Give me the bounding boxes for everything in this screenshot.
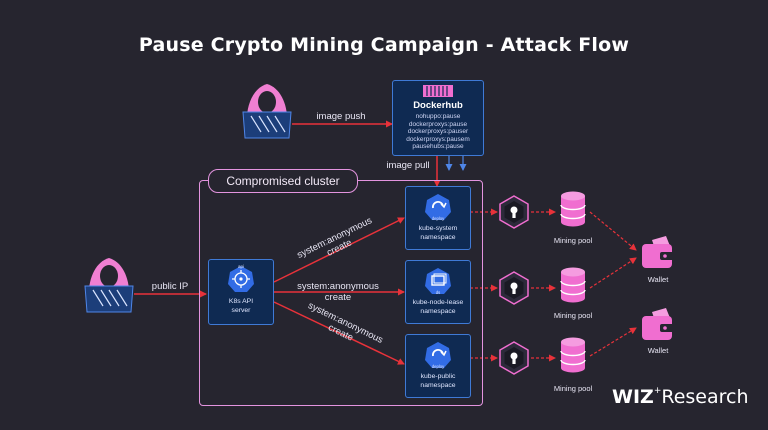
deploy-icon xyxy=(425,194,451,220)
repo-item: nohuppo:pause xyxy=(415,113,461,120)
mining-pool-icon xyxy=(560,336,586,374)
mining-pool-label: Mining pool xyxy=(553,384,593,393)
wallet-label: Wallet xyxy=(647,275,669,284)
repo-item: dockerproxys:pauser xyxy=(407,128,469,136)
create-arrow-kube-public xyxy=(273,301,405,365)
cluster-label: Compromised cluster xyxy=(208,169,358,193)
create-arrow-kube-system xyxy=(273,217,405,283)
page-title: Pause Crypto Mining Campaign - Attack Fl… xyxy=(138,34,630,56)
wallet-icon xyxy=(642,308,674,340)
image-push-label: image push xyxy=(316,111,366,122)
repo-item: dockerproxys:pausem xyxy=(406,135,470,143)
namespace-suffix: namespace xyxy=(420,382,456,389)
mining-pool-label: Mining pool xyxy=(553,311,593,320)
daemonset-icon xyxy=(425,268,451,294)
api-server-line2: server xyxy=(231,307,251,314)
namespace-kube-system-box: deploy kube-system namespace xyxy=(405,186,471,250)
dockerhub-title: Dockerhub xyxy=(413,100,463,111)
wallet-icon xyxy=(642,236,674,268)
namespace-kube-node-lease-box: ds kube-node-lease namespace xyxy=(405,260,471,324)
dockerhub-box: Dockerhub nohuppo:pause dockerproxys:pau… xyxy=(392,80,484,156)
miner-container-icon xyxy=(499,195,529,229)
namespace-name: kube-node-lease xyxy=(412,299,464,306)
k8s-api-server-box: api K8s API server xyxy=(208,259,274,325)
wiz-research-logo: WIZ+Research xyxy=(612,386,749,408)
attacker-top-icon xyxy=(242,83,292,139)
dockerhub-repo-list: nohuppo:pause dockerproxys:pause dockerp… xyxy=(393,113,483,151)
namespace-suffix: namespace xyxy=(420,308,456,315)
mining-pool-label: Mining pool xyxy=(553,236,593,245)
miner-container-icon xyxy=(499,271,529,305)
repo-item: dockerproxys:pause xyxy=(408,120,468,128)
attacker-left-icon xyxy=(84,257,134,313)
mining-pool-icon xyxy=(560,190,586,228)
wallet-label: Wallet xyxy=(647,346,669,355)
namespace-name: kube-system xyxy=(418,225,458,232)
deploy-icon xyxy=(425,342,451,368)
namespace-suffix: namespace xyxy=(420,234,456,241)
container-registry-icon xyxy=(423,85,453,97)
namespace-name: kube-public xyxy=(420,373,456,380)
miner-container-icon xyxy=(499,341,529,375)
kubernetes-api-icon xyxy=(228,266,254,292)
api-server-line1: K8s API xyxy=(228,298,254,305)
repo-item: pausehubs:pause xyxy=(412,143,464,151)
image-pull-label: image pull xyxy=(386,160,430,171)
public-ip-label: public IP xyxy=(151,281,189,292)
mining-pool-icon xyxy=(560,266,586,304)
namespace-kube-public-box: deploy kube-public namespace xyxy=(405,334,471,398)
